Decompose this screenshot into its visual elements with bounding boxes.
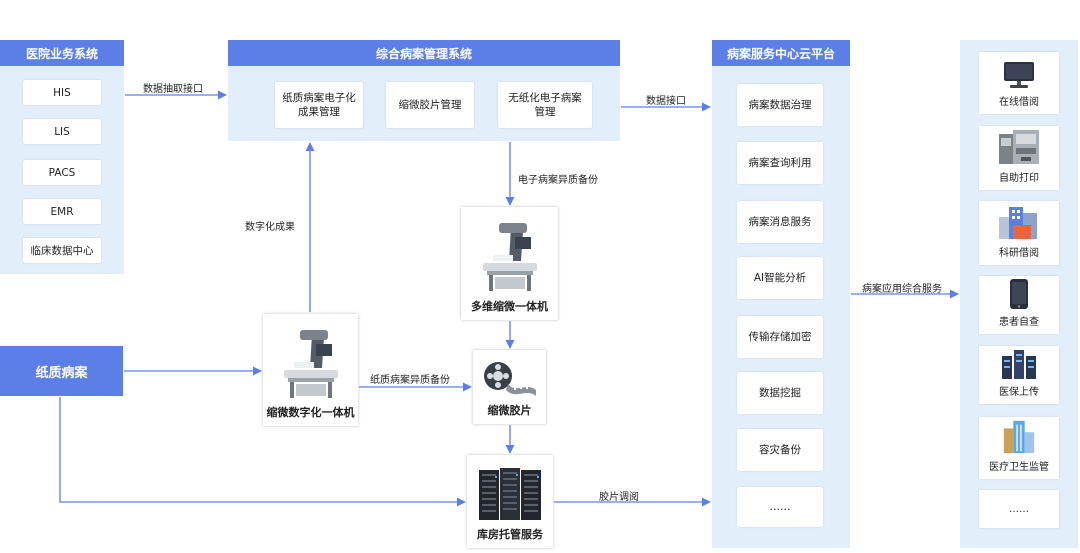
cloud-item-query[interactable]: 病案查询利用	[737, 142, 823, 184]
label-e-backup: 电子病案异质备份	[518, 175, 598, 186]
storage-service-label: 库房托管服务	[477, 528, 543, 541]
microfilm-card[interactable]: 缩微胶片	[473, 350, 546, 424]
building-icon	[1003, 420, 1035, 454]
scanner-machine-icon	[283, 330, 338, 398]
output-label: 患者自查	[999, 317, 1039, 328]
integrated-item-film-management[interactable]: 缩微胶片管理	[386, 82, 474, 128]
cloud-platform-title: 病案服务中心云平台	[712, 40, 850, 66]
cloud-item-encryption[interactable]: 传输存储加密	[737, 316, 823, 358]
arrow-paper-to-storage	[59, 397, 466, 507]
multi-dim-machine-card[interactable]: 多维缩微一体机	[461, 207, 558, 320]
output-label: 科研借阅	[999, 248, 1039, 259]
phone-icon	[1010, 279, 1028, 309]
hospital-item-emr[interactable]: EMR	[23, 199, 101, 224]
hospital-item-his[interactable]: HIS	[23, 80, 101, 105]
output-label: 医保上传	[999, 387, 1039, 398]
multi-dim-machine-label: 多维缩微一体机	[471, 300, 548, 313]
integrated-item-paper-digital[interactable]: 纸质病案电子化成果管理	[275, 82, 363, 128]
hospital-item-pacs[interactable]: PACS	[23, 160, 101, 185]
label-film-access: 胶片调阅	[599, 492, 639, 503]
label-app-service: 病案应用综合服务	[862, 284, 942, 295]
cloud-item-mining[interactable]: 数据挖掘	[737, 372, 823, 414]
output-label: 在线借阅	[999, 97, 1039, 108]
cloud-item-governance[interactable]: 病案数据治理	[737, 84, 823, 126]
digitize-machine-label: 缩微数字化一体机	[266, 406, 355, 419]
hospital-system-title: 医院业务系统	[0, 40, 124, 66]
microfilm-label: 缩微胶片	[487, 404, 532, 417]
output-research-borrow[interactable]: 科研借阅	[979, 201, 1059, 265]
storage-service-card[interactable]: 库房托管服务	[467, 455, 553, 548]
digitize-machine-card[interactable]: 缩微数字化一体机	[263, 314, 358, 426]
label-digital-result: 数字化成果	[245, 222, 295, 233]
output-label: 自助打印	[999, 173, 1039, 184]
building-icon	[999, 207, 1037, 239]
cloud-item-ai[interactable]: AI智能分析	[737, 257, 823, 299]
integrated-system-title: 综合病案管理系统	[228, 40, 620, 66]
output-label: 医疗卫生监管	[989, 462, 1049, 473]
output-label: ……	[1009, 503, 1029, 515]
label-data-interface: 数据接口	[646, 96, 686, 107]
label-extract-interface: 数据抽取接口	[143, 84, 203, 95]
film-reel-icon	[483, 362, 536, 396]
hospital-system-panel	[0, 40, 124, 274]
scanner-machine-icon	[482, 223, 537, 291]
server-icon	[1002, 350, 1036, 379]
cloud-item-message[interactable]: 病案消息服务	[737, 201, 823, 243]
output-more[interactable]: ……	[979, 490, 1059, 528]
output-patient-self-check[interactable]: 患者自查	[979, 276, 1059, 334]
hospital-item-lis[interactable]: LIS	[23, 119, 101, 144]
computer-icon	[1004, 62, 1034, 88]
output-health-supervision[interactable]: 医疗卫生监管	[979, 417, 1059, 479]
cloud-item-more[interactable]: ……	[737, 487, 823, 527]
printer-kiosk-icon	[999, 130, 1039, 164]
hospital-item-cdr[interactable]: 临床数据中心	[23, 238, 101, 263]
output-insurance-upload[interactable]: 医保上传	[979, 346, 1059, 404]
label-paper-backup: 纸质病案异质备份	[370, 375, 450, 386]
paper-record-box[interactable]: 纸质病案	[0, 346, 123, 396]
output-self-print[interactable]: 自助打印	[979, 126, 1059, 190]
output-online-borrow[interactable]: 在线借阅	[979, 52, 1059, 114]
integrated-item-paperless[interactable]: 无纸化电子病案管理	[498, 82, 592, 128]
server-rack-icon	[479, 468, 541, 520]
cloud-item-backup[interactable]: 容灾备份	[737, 429, 823, 471]
